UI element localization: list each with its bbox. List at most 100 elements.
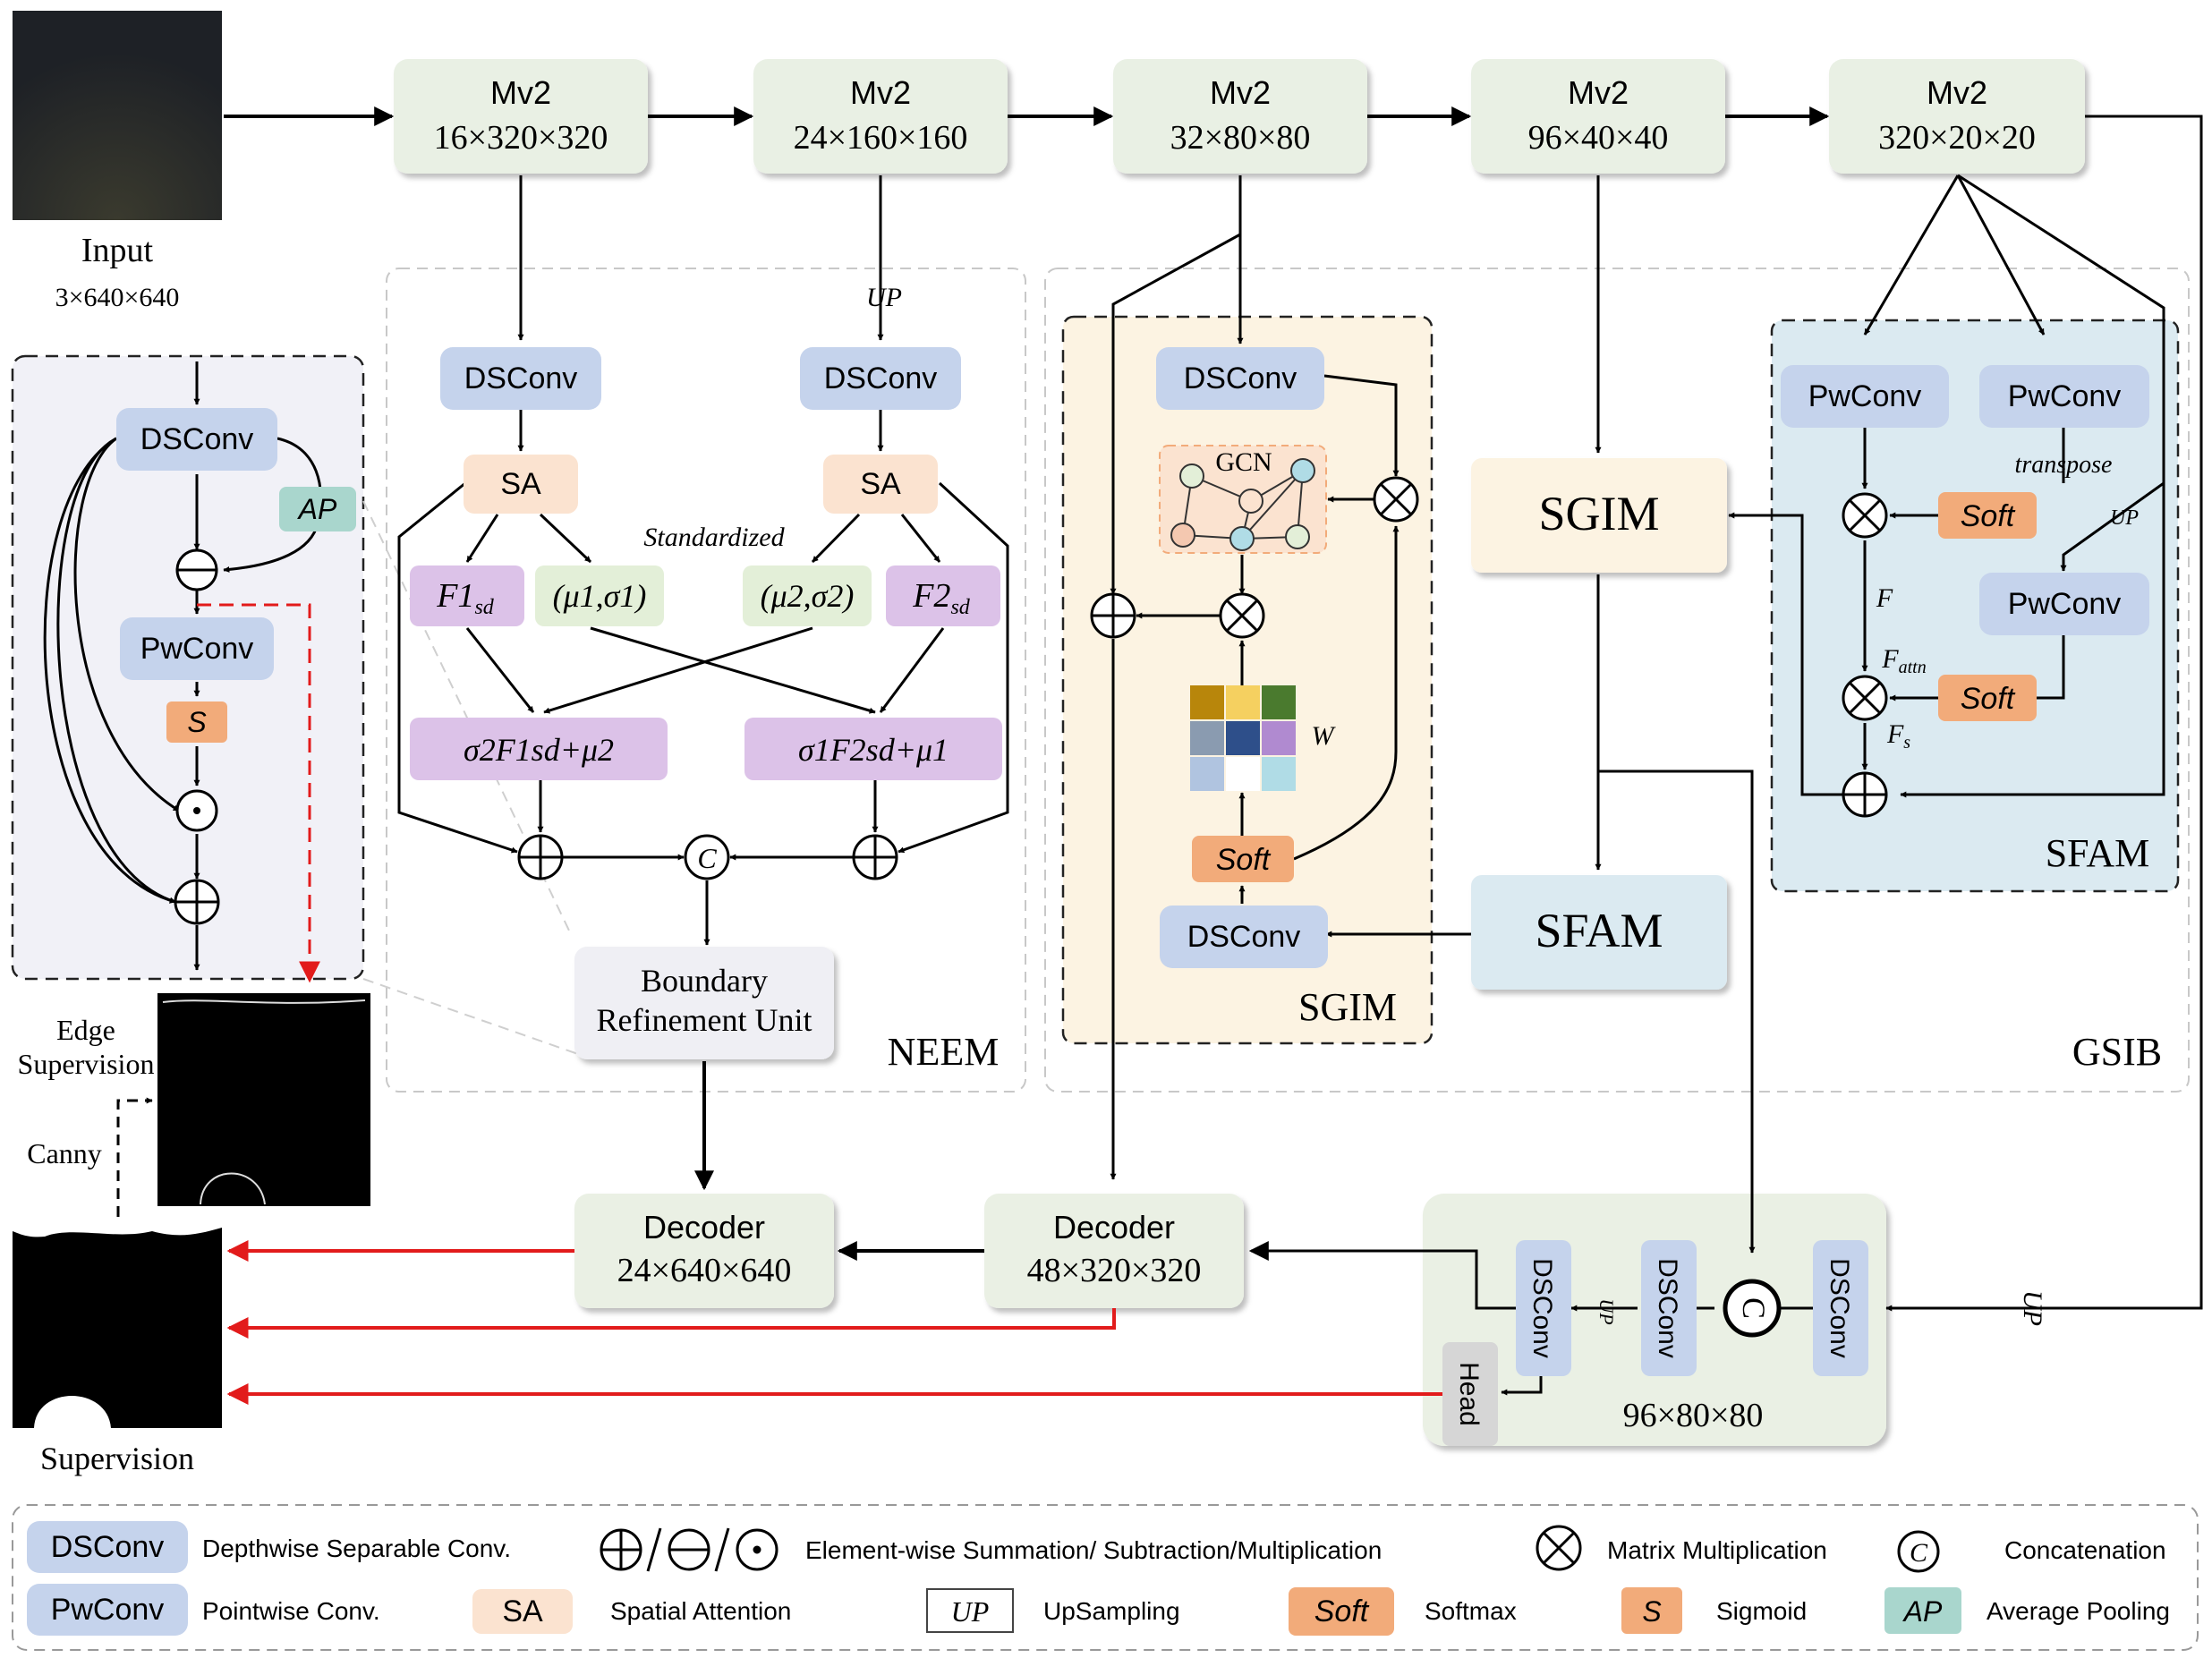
edge-dsconv: DSConv xyxy=(140,422,254,456)
fusion-up-right-label: UP xyxy=(2018,1290,2047,1326)
edge-ap: AP xyxy=(297,493,337,525)
neem-f2sd: F2sd xyxy=(912,577,971,619)
legend-up-key: UP xyxy=(951,1595,990,1628)
heatmap-cell xyxy=(1190,685,1224,719)
canny-dashed-arrow xyxy=(116,1097,153,1217)
bru-line-2: Refinement Unit xyxy=(597,1002,812,1038)
gcn-graph xyxy=(1170,458,1315,551)
legend-sa-key: SA xyxy=(502,1594,543,1628)
edge-block: DSConv AP PwConv S xyxy=(43,361,356,983)
input-label: Input xyxy=(81,232,154,269)
mv2-block-3: Mv2 32×80×80 xyxy=(1113,59,1367,174)
edge-supervision-label-2: Supervision xyxy=(18,1048,155,1080)
legend-region xyxy=(12,1504,2199,1651)
legend-sa-desc: Spatial Attention xyxy=(610,1597,791,1625)
gsib-title: GSIB xyxy=(2072,1030,2162,1074)
sfam-transpose-label: transpose xyxy=(2015,451,2113,479)
gsib-sgim: SGIM xyxy=(1538,487,1659,540)
neem-concat-icon xyxy=(684,834,730,880)
supervision-label: Supervision xyxy=(40,1441,194,1476)
neem-up-label: UP xyxy=(866,283,902,312)
sfam-fattn-label: Fattn xyxy=(1881,644,1926,677)
sfam-up-label: UP xyxy=(2110,506,2139,530)
decoder-2-shape: 48×320×320 xyxy=(1027,1252,1202,1289)
sfam-pwconv-1: PwConv xyxy=(1808,379,1922,413)
legend-concat-key: C xyxy=(1910,1538,1928,1568)
legend-dsconv-key: DSConv xyxy=(51,1530,165,1564)
sgim-soft: Soft xyxy=(1216,843,1272,877)
fusion-shape: 96×80×80 xyxy=(1623,1397,1764,1434)
mv2-3-name: Mv2 xyxy=(1210,74,1271,111)
neem-f1sd: F1sd xyxy=(436,577,495,619)
legend-sigmoid-desc: Sigmoid xyxy=(1716,1597,1807,1625)
legend-elementwise-desc: Element-wise Summation/ Subtraction/Mult… xyxy=(805,1536,1382,1564)
mv2-4-shape: 96×40×40 xyxy=(1528,119,1669,157)
bru-line-1: Boundary xyxy=(641,963,768,999)
legend-ap-key: AP xyxy=(1902,1595,1943,1628)
fusion-dsconv-3: DSConv xyxy=(1825,1258,1854,1358)
edge-pwconv: PwConv xyxy=(140,632,254,666)
svg-text:C: C xyxy=(1736,1297,1772,1319)
sgim-detail: DSConv GCN W Soft xyxy=(1090,175,1473,1180)
mv2-4-name: Mv2 xyxy=(1568,74,1629,111)
legend-pwconv-key: PwConv xyxy=(51,1593,165,1627)
zoom-line-bottom xyxy=(362,978,579,1055)
sfam-soft-2: Soft xyxy=(1961,682,2016,716)
gsib: SGIM SFAM GSIB xyxy=(1471,115,2203,1312)
mv2-1-name: Mv2 xyxy=(490,74,551,111)
heatmap-cell xyxy=(1226,721,1260,755)
decoder-2-name: Decoder xyxy=(1053,1209,1175,1246)
decoder-2: Decoder 48×320×320 xyxy=(984,1194,1244,1308)
fusion-dsconv-2: DSConv xyxy=(1653,1258,1682,1358)
neem-sa-1: SA xyxy=(500,467,541,501)
fusion-head: Head xyxy=(1454,1362,1484,1426)
sgim-heatmap xyxy=(1190,685,1296,791)
neem-mu2-sigma2: (μ2,σ2) xyxy=(761,578,855,614)
legend-matmul-desc: Matrix Multiplication xyxy=(1607,1536,1827,1564)
sgim-detail-title: SGIM xyxy=(1298,985,1397,1029)
sfam-f-label: F xyxy=(1876,583,1893,613)
sfam-detail: PwConv PwConv transpose Soft UP PwConv F… xyxy=(1728,365,2165,875)
mv2-block-2: Mv2 24×160×160 xyxy=(753,59,1008,174)
mv2-5-shape: 320×20×20 xyxy=(1878,119,2036,157)
mv2-block-4: Mv2 96×40×40 xyxy=(1471,59,1725,174)
edge-sigmoid: S xyxy=(187,706,206,738)
fusion-dsconv-1: DSConv xyxy=(1527,1258,1557,1358)
canny-label: Canny xyxy=(27,1137,102,1169)
sfam-detail-region xyxy=(1770,319,2180,893)
gcn-label: GCN xyxy=(1215,447,1272,477)
legend-elementwise-icons xyxy=(600,1527,778,1572)
neem-sa-2: SA xyxy=(860,467,901,501)
neem-dsconv-2: DSConv xyxy=(824,361,938,395)
sgim-dsconv-bottom: DSConv xyxy=(1187,920,1301,954)
fusion-concat-icon xyxy=(1723,1279,1782,1338)
heatmap-cell xyxy=(1190,757,1224,791)
neem-mix-2: σ1F2sd+μ1 xyxy=(798,732,949,768)
supervision-image xyxy=(13,1217,222,1428)
heatmap-cell xyxy=(1226,757,1260,791)
legend-ap-desc: Average Pooling xyxy=(1987,1597,2170,1625)
sfam-pwconv-2: PwConv xyxy=(2008,379,2122,413)
edge-map-image xyxy=(157,993,370,1206)
neem-mu1-sigma1: (μ1,σ1) xyxy=(553,578,647,614)
mv2-3-shape: 32×80×80 xyxy=(1170,119,1311,157)
mv2-block-1: Mv2 16×320×320 xyxy=(394,59,648,174)
decoder-arrows xyxy=(694,1061,984,1261)
sfam-soft-1: Soft xyxy=(1961,499,2016,533)
sfam-detail-title: SFAM xyxy=(2046,831,2150,875)
legend-dsconv-desc: Depthwise Separable Conv. xyxy=(202,1535,511,1562)
legend-concat-desc: Concatenation xyxy=(2004,1536,2166,1564)
heatmap-cell xyxy=(1262,685,1296,719)
neem-dsconv-1: DSConv xyxy=(464,361,578,395)
fusion-block: DSConv UP DSConv C DSConv Head 96×80×80 xyxy=(1248,1240,1868,1446)
mv2-2-shape: 24×160×160 xyxy=(794,119,968,157)
legend-up-desc: UpSampling xyxy=(1043,1597,1180,1625)
heatmap-cell xyxy=(1262,757,1296,791)
sgim-w-label: W xyxy=(1312,721,1337,751)
legend-pwconv-desc: Pointwise Conv. xyxy=(202,1597,380,1625)
decoder-1: Decoder 24×640×640 xyxy=(574,1194,834,1308)
fusion-up-label: UP xyxy=(1595,1298,1618,1324)
sfam-pwconv-3: PwConv xyxy=(2008,587,2122,621)
neem-mix-1: σ2F1sd+μ2 xyxy=(464,732,614,768)
legend-soft-desc: Softmax xyxy=(1425,1597,1517,1625)
